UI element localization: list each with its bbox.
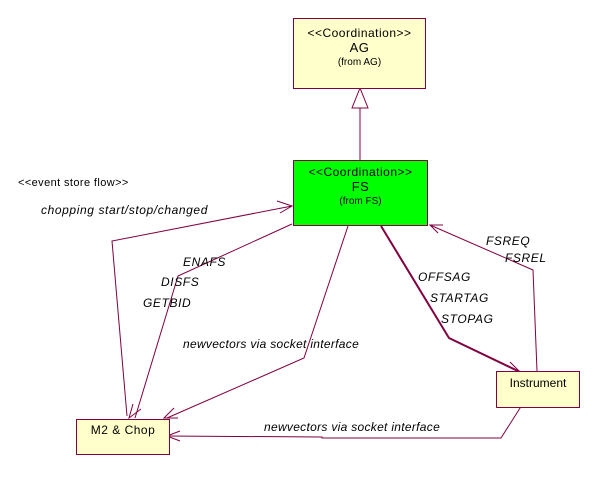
ag-from: (from AG) [337, 57, 382, 68]
label-offsag: OFFSAG [418, 270, 471, 284]
fs-stereotype: <<Coordination>> [308, 165, 413, 179]
edge-fsreq [429, 224, 538, 372]
label-newvectors-fs: newvectors via socket interface [183, 337, 360, 351]
label-getbid: GETBID [143, 296, 192, 310]
edge-offsag [380, 225, 521, 373]
edge-newvectors-instr [166, 404, 523, 439]
label-stopag: STOPAG [441, 312, 494, 326]
arrowhead-newvectors-fs-icon [162, 407, 178, 419]
node-m2-chop[interactable]: M2 & Chop [76, 419, 170, 455]
label-enafs: ENAFS [183, 255, 227, 269]
m2chop-name: M2 & Chop [90, 423, 156, 437]
arrowhead-chopping-icon [276, 200, 294, 214]
label-chopping: chopping start/stop/changed [41, 203, 208, 217]
label-startag: STARTAG [430, 291, 489, 305]
edge-chopping [111, 205, 293, 417]
label-newvectors-instr: newvectors via socket interface [264, 420, 441, 434]
fs-from: (from FS) [339, 196, 382, 207]
arrowhead-fsreq-icon [428, 224, 443, 234]
node-fs[interactable]: <<Coordination>> FS (from FS) [293, 160, 428, 226]
edge-enafs [134, 223, 293, 419]
arrowhead-enafs-icon [128, 403, 142, 420]
fs-name: FS [351, 179, 370, 194]
generalization-arrowhead-icon [351, 86, 369, 109]
label-fsreq: FSREQ [486, 234, 531, 248]
label-disfs: DISFS [161, 275, 200, 289]
event-store-flow-note: <<event store flow>> [18, 177, 129, 189]
edge-newvectors-fs [166, 225, 349, 419]
ag-stereotype: <<Coordination>> [307, 26, 412, 40]
node-instrument[interactable]: Instrument [496, 371, 580, 408]
node-ag[interactable]: <<Coordination>> AG (from AG) [293, 18, 426, 89]
instrument-name: Instrument [509, 376, 567, 390]
label-fsrel: FSREL [505, 251, 547, 265]
ag-name: AG [349, 40, 370, 55]
